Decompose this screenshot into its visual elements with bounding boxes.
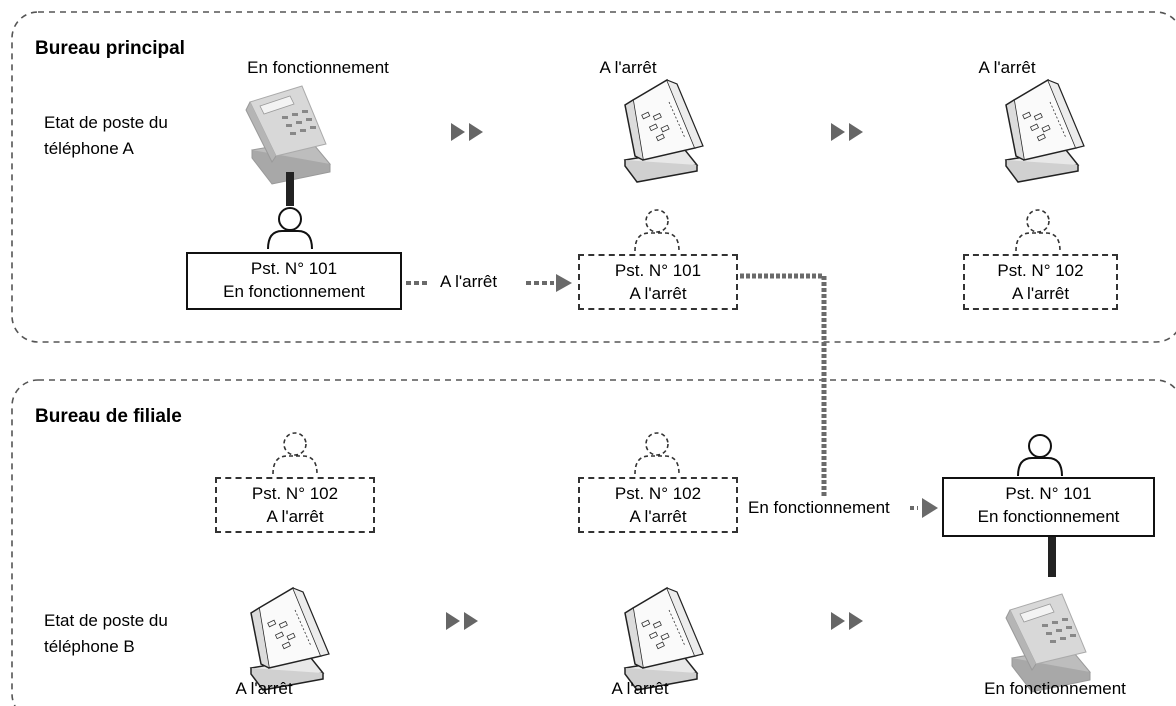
telephone-a-label: Etat de poste du téléphone A <box>44 110 168 162</box>
extension-box: Pst. N° 101 A l'arrêt <box>578 254 738 310</box>
extension-status: En fonctionnement <box>977 507 1120 526</box>
extension-box: Pst. N° 102 A l'arrêt <box>215 477 375 533</box>
person-icon <box>634 432 680 475</box>
branch-office-frame <box>11 379 1176 706</box>
site-transfer-line <box>740 273 827 510</box>
telephone-a-label-line1: Etat de poste du <box>44 113 168 132</box>
telephone-b-label: Etat de poste du téléphone B <box>44 608 168 660</box>
top-state-label: En fonctionnement <box>247 58 389 77</box>
double-arrow-icon <box>451 123 483 141</box>
extension-number: Pst. N° 102 <box>614 484 702 503</box>
person-icon <box>634 209 680 252</box>
branch-office-title: Bureau de filiale <box>35 406 182 427</box>
person-icon <box>1017 434 1063 477</box>
bottom-state-label: En fonctionnement <box>984 679 1126 698</box>
extension-status: A l'arrêt <box>1011 284 1070 303</box>
main-office-frame <box>11 11 1176 343</box>
double-arrow-icon <box>831 612 863 630</box>
person-icon <box>272 432 318 475</box>
bottom-state-label: A l'arrêt <box>611 679 669 698</box>
extension-number: Pst. N° 102 <box>997 261 1084 280</box>
telephone-b-label-line1: Etat de poste du <box>44 611 168 630</box>
extension-number: Pst. N° 101 <box>1005 484 1092 503</box>
login-arrowhead <box>922 498 938 518</box>
desk-phone-icon <box>1005 593 1091 693</box>
extension-status: A l'arrêt <box>266 507 324 526</box>
extension-box: Pst. N° 102 A l'arrêt <box>963 254 1118 310</box>
connection-cord <box>286 172 294 206</box>
desk-phone-icon <box>245 85 331 185</box>
connection-cord <box>1048 537 1056 577</box>
extension-box: Pst. N° 101 En fonctionnement <box>942 477 1155 537</box>
extension-box: Pst. N° 102 A l'arrêt <box>578 477 738 533</box>
extension-number: Pst. N° 101 <box>250 259 338 278</box>
main-office-title: Bureau principal <box>35 38 185 59</box>
desk-phone-icon <box>624 587 704 691</box>
top-state-label: A l'arrêt <box>978 58 1036 77</box>
extension-status: A l'arrêt <box>629 507 687 526</box>
double-arrow-icon <box>446 612 478 630</box>
person-icon <box>267 207 313 250</box>
extension-status: En fonctionnement <box>223 282 365 301</box>
extension-status: A l'arrêt <box>629 284 687 303</box>
login-label: En fonctionnement <box>746 498 894 518</box>
double-arrow-icon <box>831 123 863 141</box>
telephone-b-label-line2: téléphone B <box>44 637 135 656</box>
extension-number: Pst. N° 101 <box>614 261 702 280</box>
person-icon <box>1015 209 1061 252</box>
telephone-a-label-line2: téléphone A <box>44 139 134 158</box>
bottom-state-label: A l'arrêt <box>235 679 293 698</box>
top-state-label: A l'arrêt <box>599 58 657 77</box>
desk-phone-icon <box>624 79 704 183</box>
extension-box: Pst. N° 101 En fonctionnement <box>186 252 402 310</box>
extension-number: Pst. N° 102 <box>251 484 339 503</box>
logout-label: A l'arrêt <box>440 272 498 291</box>
desk-phone-icon <box>1005 79 1085 183</box>
desk-phone-icon <box>250 587 330 691</box>
logout-arrowhead <box>556 274 572 292</box>
